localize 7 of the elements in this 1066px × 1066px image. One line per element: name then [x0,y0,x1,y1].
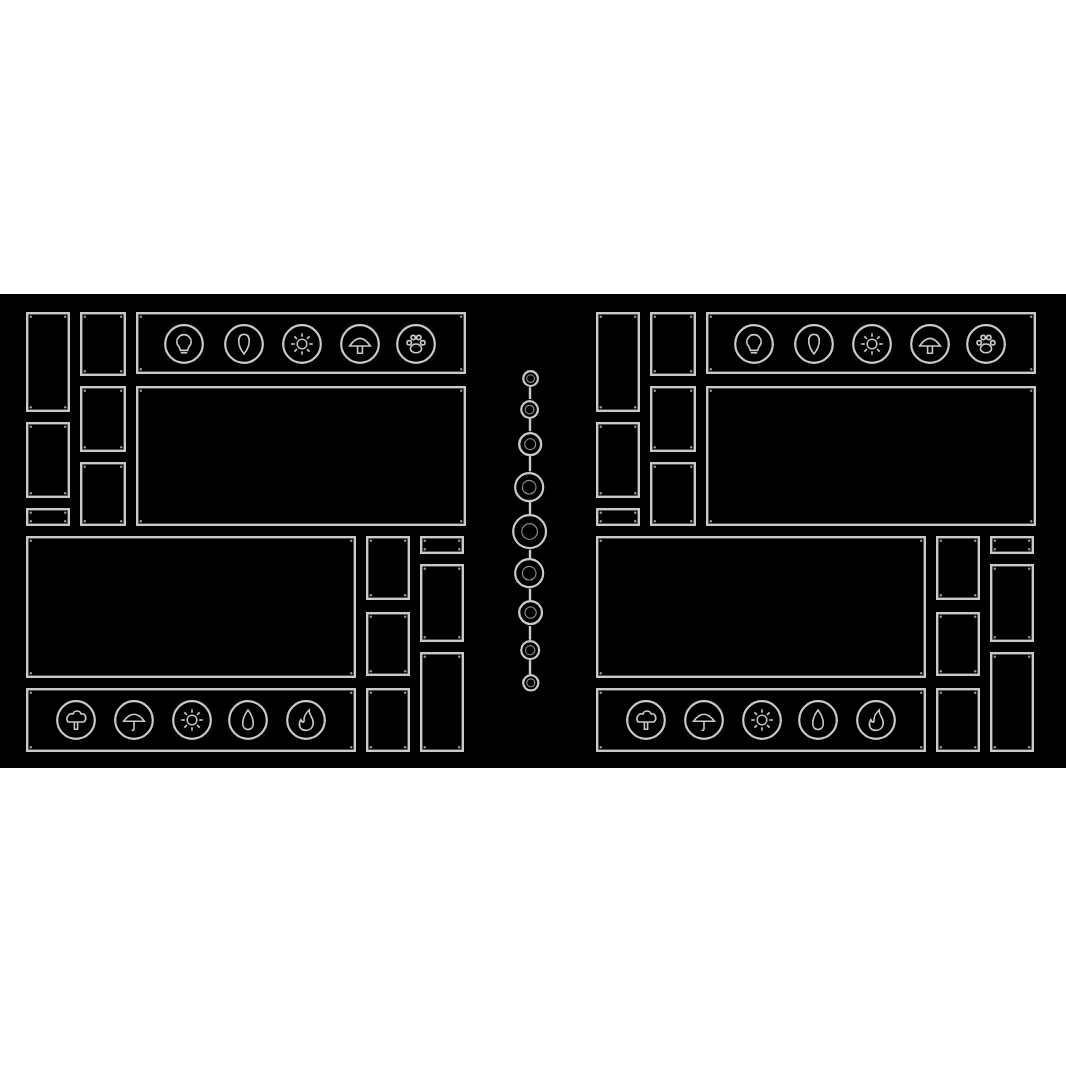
track-circle [512,514,548,550]
track-circle [514,471,546,502]
track-circle [514,558,546,589]
track-circle [521,674,539,693]
track-circle [519,639,541,661]
track-circle [517,600,543,626]
track-circle [517,431,543,456]
